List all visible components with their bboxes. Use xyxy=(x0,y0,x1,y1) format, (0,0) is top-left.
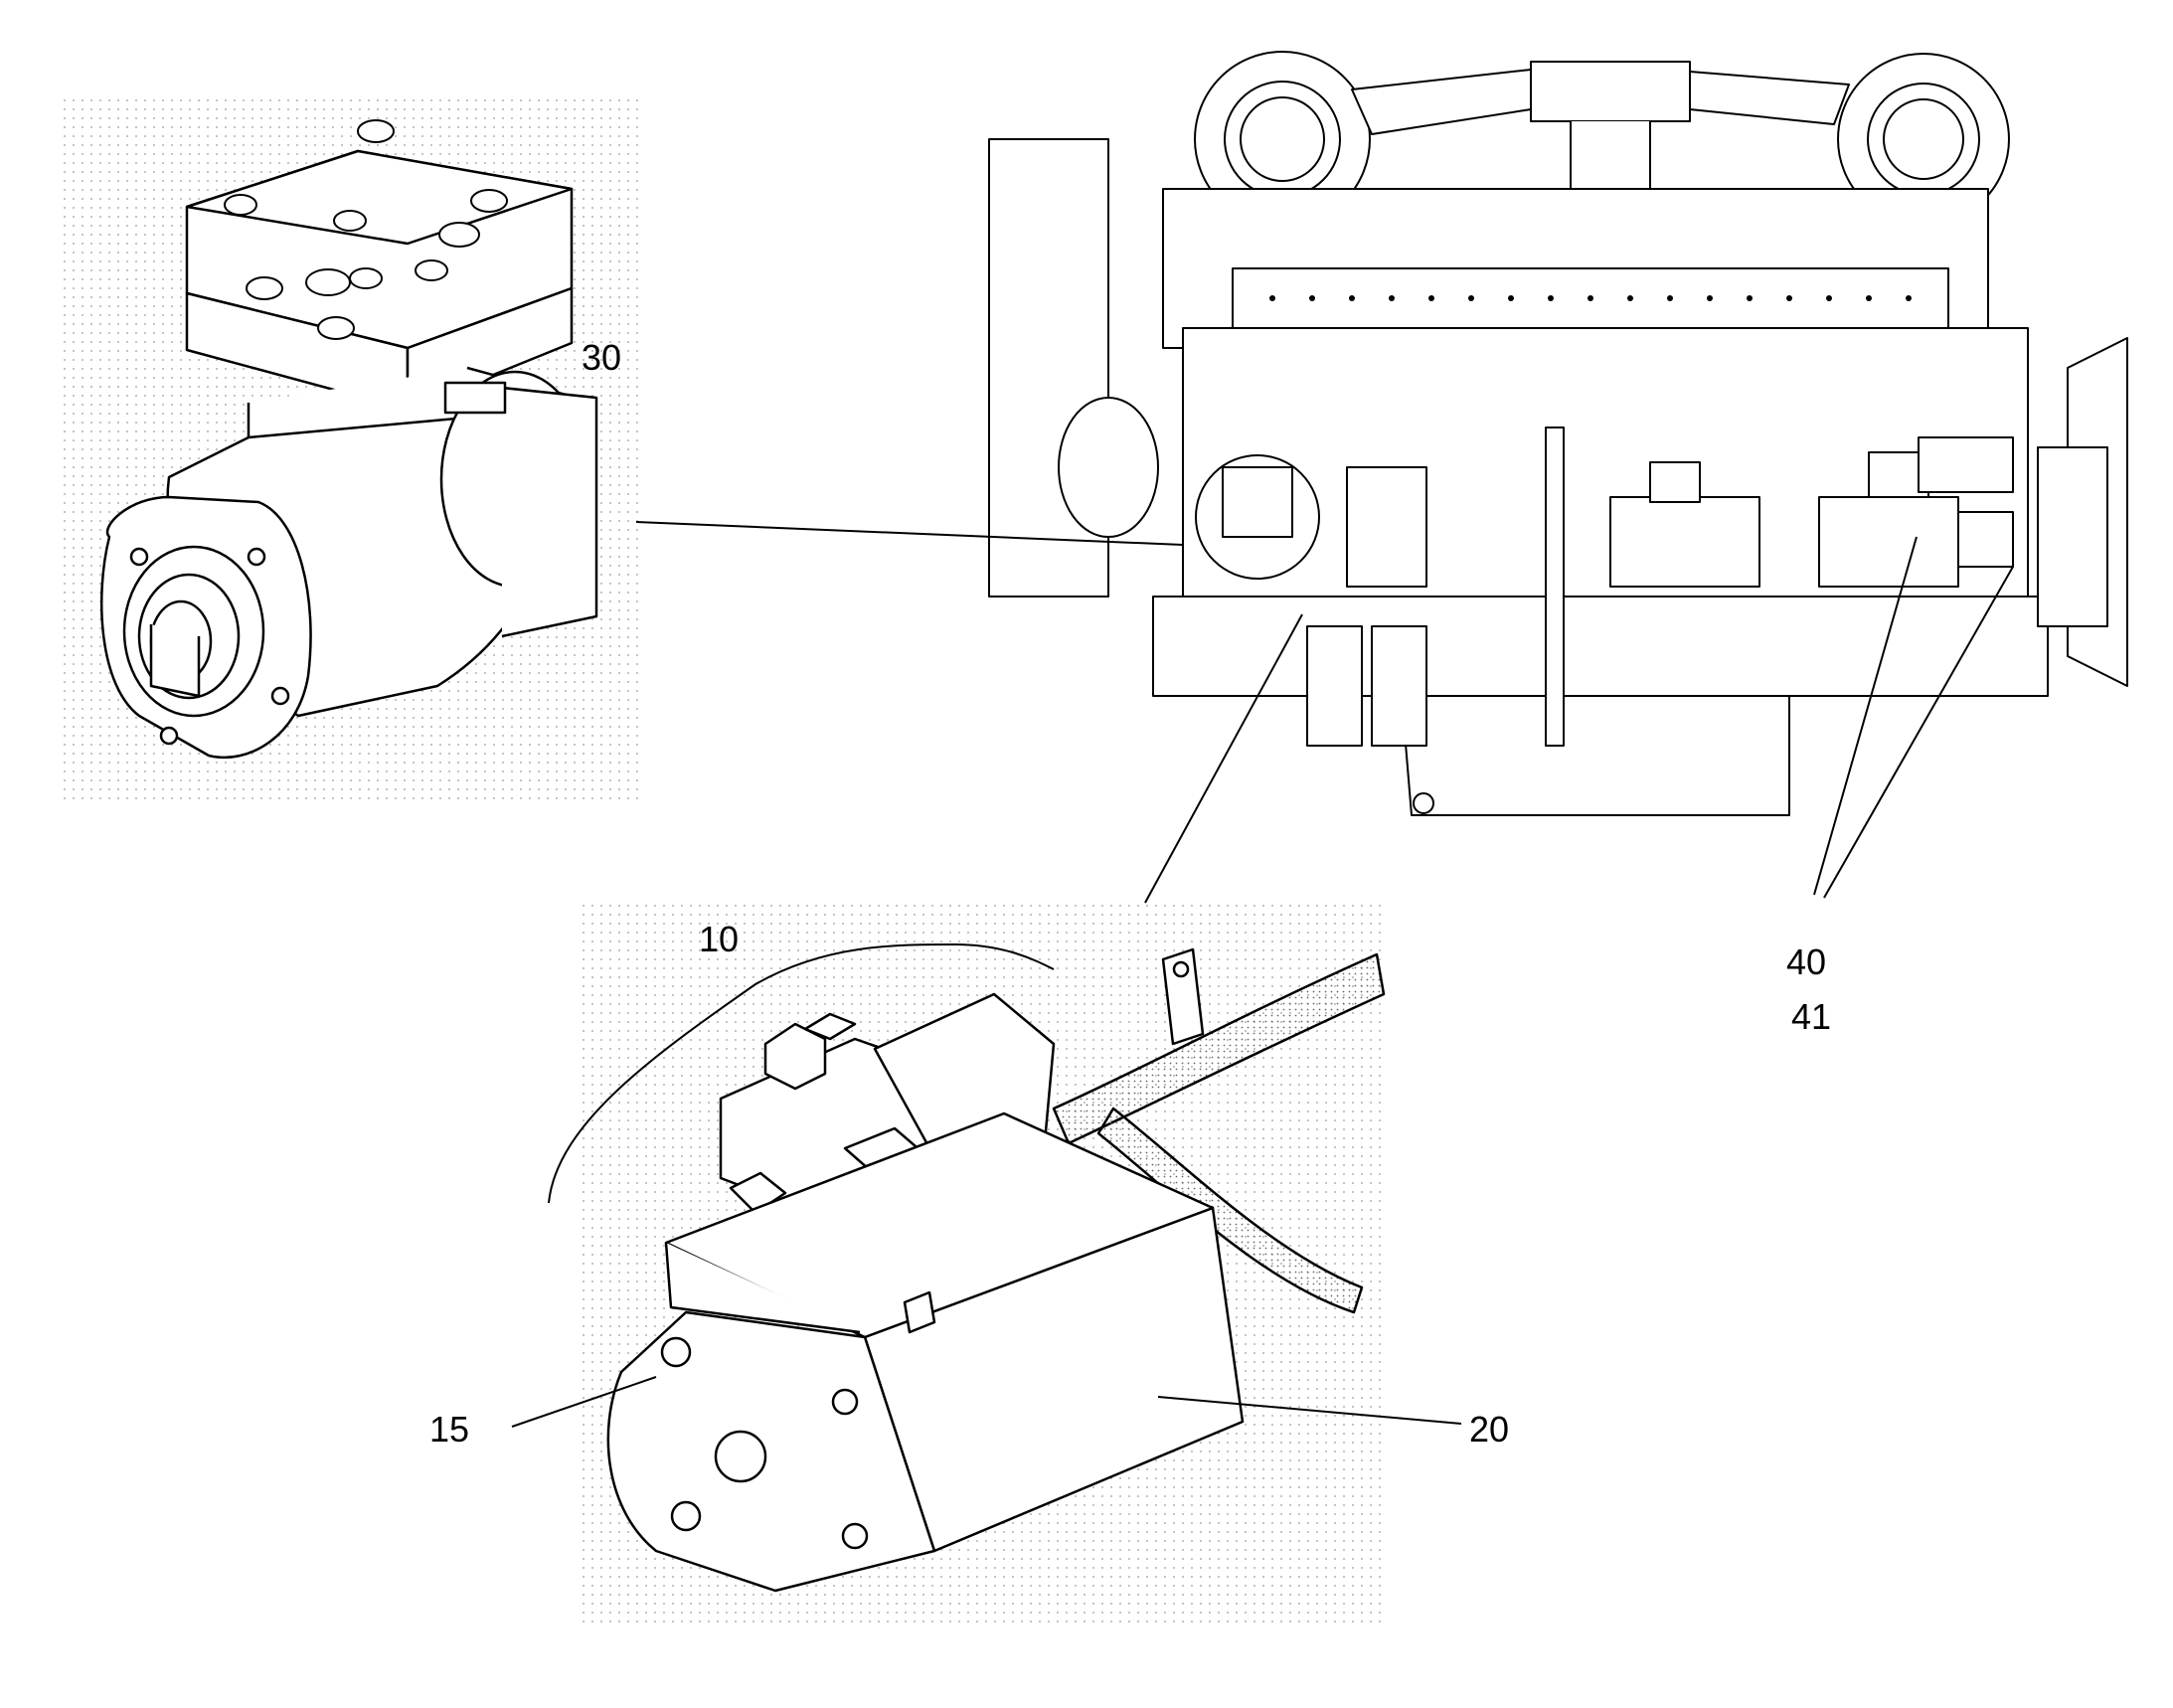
leader-line-40 xyxy=(1813,536,1918,896)
leader-line-30 xyxy=(635,521,1184,546)
callout-40: 40 xyxy=(1786,941,1826,982)
brace-10 xyxy=(548,942,1055,1204)
callout-41: 41 xyxy=(1791,996,1831,1037)
callout-30: 30 xyxy=(582,337,621,378)
leader-line-41 xyxy=(1823,566,2014,899)
callout-10: 10 xyxy=(699,919,739,959)
leader-lines xyxy=(511,521,2014,1428)
callout-15: 15 xyxy=(429,1409,469,1450)
engine-illustration xyxy=(988,51,2128,816)
air-compressor-illustration xyxy=(99,119,598,760)
cover-bolts xyxy=(1269,295,1912,301)
callout-labels: 10 15 20 30 40 41 xyxy=(429,337,1831,1450)
leader-line-20 xyxy=(1157,1396,1462,1425)
governor-assembly-illustration xyxy=(606,947,1386,1593)
head-bolts xyxy=(224,119,508,340)
leader-line-15 xyxy=(511,1376,657,1428)
leader-line-10 xyxy=(1144,613,1303,904)
callout-20: 20 xyxy=(1469,1409,1509,1450)
